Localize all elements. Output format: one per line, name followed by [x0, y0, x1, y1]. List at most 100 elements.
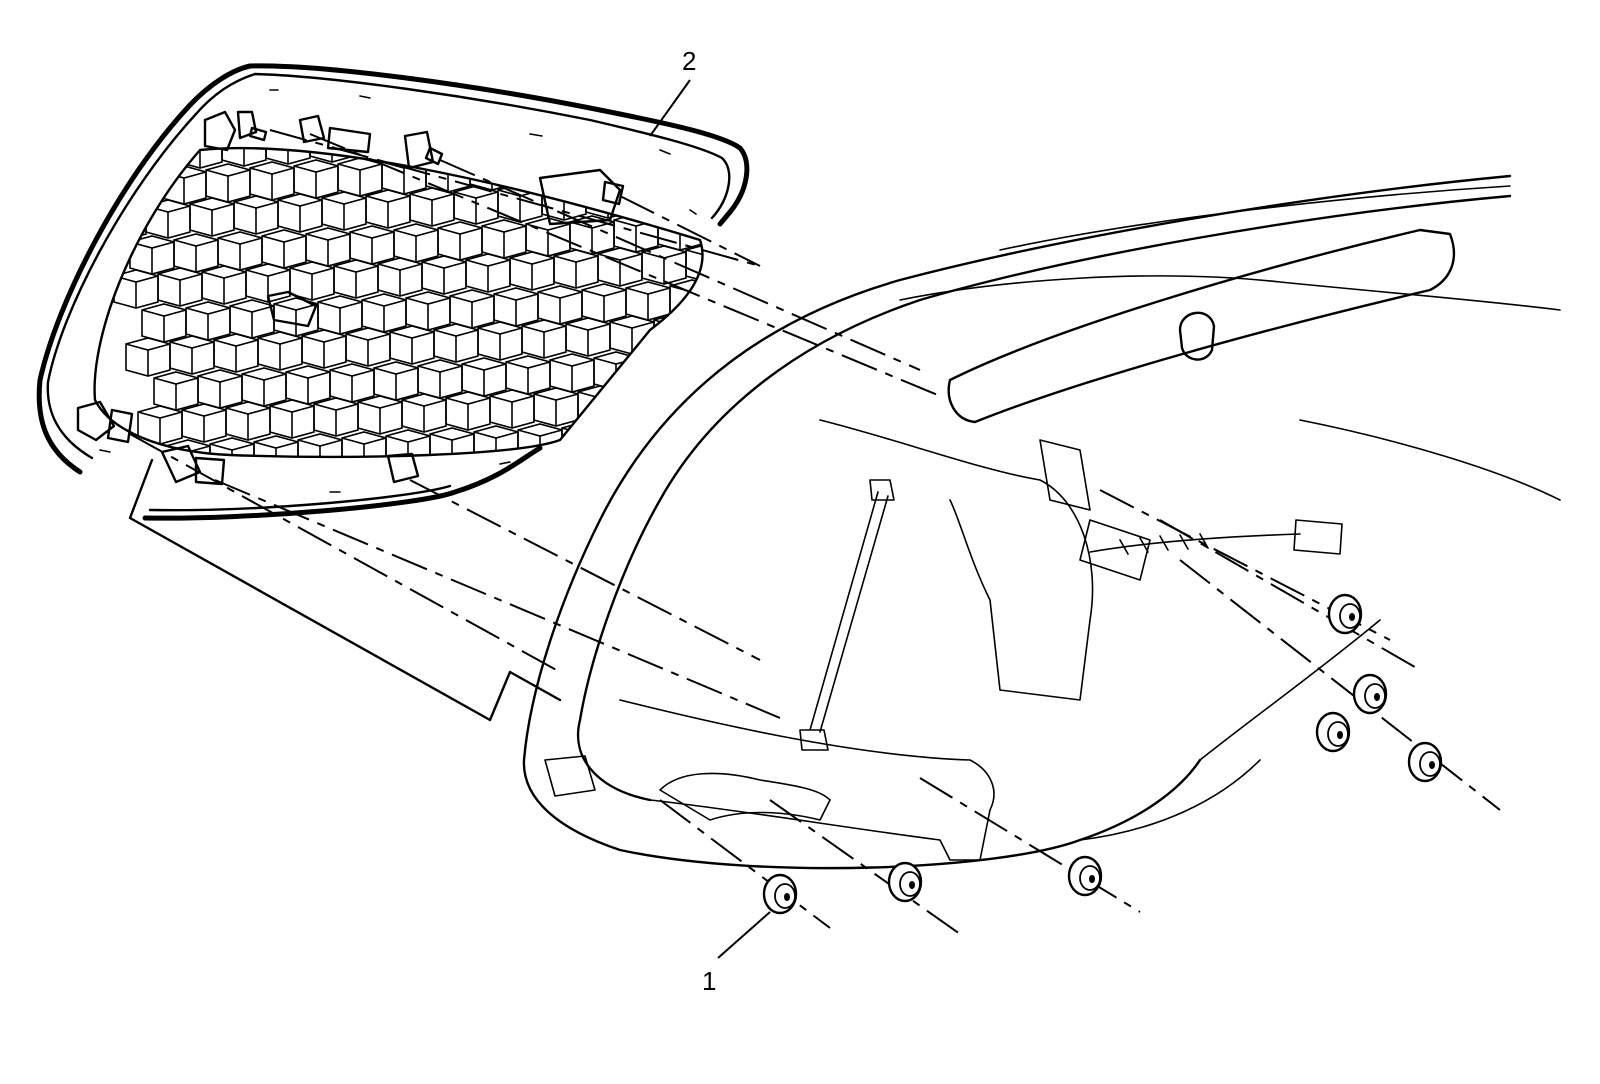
mesh-cell	[549, 353, 595, 393]
hood-support-tube	[947, 228, 1456, 424]
mesh-cell	[597, 247, 643, 287]
mesh-cell	[209, 437, 255, 457]
mesh-cell	[385, 429, 431, 457]
mesh-cell	[441, 148, 487, 157]
fascia-tow-hook-area	[544, 755, 831, 821]
mesh-cell	[473, 425, 519, 457]
mesh-cell	[405, 291, 451, 331]
mesh-cell	[545, 455, 591, 457]
mesh-cell	[530, 492, 574, 530]
fascia-outer-edge	[522, 174, 1512, 870]
mesh-cell	[533, 387, 579, 427]
mesh-cell	[814, 342, 858, 380]
hex-nut-3	[1315, 711, 1351, 753]
mesh-cell	[141, 303, 187, 343]
mesh-cell	[502, 458, 546, 496]
mesh-cell	[574, 490, 618, 528]
grille-outer-frame	[36, 63, 750, 521]
mesh-cell	[429, 427, 475, 457]
mesh-cell	[373, 361, 419, 401]
grille-clips	[76, 89, 697, 493]
mesh-cell	[637, 349, 683, 389]
mesh-cell	[313, 397, 359, 437]
mesh-cell	[537, 285, 583, 325]
mesh-cell	[677, 449, 703, 457]
mesh-cell	[201, 265, 247, 305]
mesh-cell	[233, 195, 279, 235]
wire-harness	[1089, 519, 1343, 555]
grille-assembly: 2	[36, 46, 882, 546]
mesh-cell	[269, 399, 315, 439]
mesh-cell	[261, 229, 307, 269]
mesh-cell	[421, 255, 467, 295]
mesh-cell	[317, 295, 363, 335]
mesh-cell	[437, 221, 483, 261]
fascia-upper-panel	[899, 185, 1561, 501]
mesh-cell	[553, 249, 599, 289]
mesh-cell	[645, 148, 691, 183]
mesh-cell	[782, 412, 826, 450]
mesh-cell	[178, 508, 222, 546]
mesh-cell	[94, 148, 135, 173]
mesh-cell	[113, 269, 159, 309]
fasteners	[762, 593, 1443, 915]
mesh-cell	[629, 177, 675, 217]
radiator-support	[819, 419, 1151, 701]
mesh-cell	[838, 478, 882, 516]
mesh-cell	[361, 293, 407, 333]
mesh-cell	[489, 389, 535, 429]
mesh-cell	[673, 175, 703, 215]
mesh-cell	[129, 235, 175, 275]
hex-nut-2	[1352, 673, 1388, 715]
fascia-inner-edge	[577, 194, 1512, 802]
mesh-cell	[293, 159, 339, 199]
mesh-cell	[746, 208, 790, 246]
callout-2: 2	[649, 46, 696, 137]
mesh-cell	[173, 233, 219, 273]
mesh-cell	[333, 259, 379, 299]
grille-inner-frame	[46, 72, 731, 512]
mesh-cell	[145, 199, 191, 239]
mesh-cell	[417, 359, 463, 399]
mesh-cell	[337, 157, 383, 197]
mesh-cell	[238, 470, 282, 508]
mesh-cell	[766, 446, 810, 484]
mesh-cell	[486, 494, 530, 532]
mesh-cell	[505, 355, 551, 395]
push-pin-nut-1	[762, 873, 798, 915]
push-pin-nut-2	[887, 861, 923, 903]
mesh-cell	[469, 151, 515, 191]
mesh-cell	[529, 148, 575, 153]
mesh-cell	[653, 313, 699, 353]
mesh-cell	[681, 347, 703, 387]
mesh-cell	[625, 281, 671, 321]
mesh-cell	[461, 357, 507, 397]
mesh-cell	[593, 351, 639, 391]
mesh-cell	[222, 506, 266, 544]
mesh-cell	[509, 251, 555, 291]
mesh-cell	[205, 163, 251, 203]
alignment-lines	[129, 129, 1501, 935]
mesh-cell	[282, 468, 326, 506]
fascia-lower-right-edge	[1079, 619, 1381, 841]
mesh-cell	[169, 335, 215, 375]
mesh-cell	[285, 365, 331, 405]
mesh-cell	[161, 165, 207, 205]
mesh-cell	[710, 380, 754, 418]
mesh-cell	[229, 299, 275, 339]
mesh-cell	[393, 223, 439, 263]
mesh-cell	[377, 257, 423, 297]
mesh-cell	[778, 138, 822, 176]
mesh-cell	[389, 325, 435, 365]
front-fascia	[522, 174, 1561, 870]
grille-removal-bracket	[128, 458, 562, 722]
mesh-cell	[241, 367, 287, 407]
mesh-cell	[581, 283, 627, 323]
mesh-cell	[213, 333, 259, 373]
mesh-cell	[826, 410, 870, 448]
mesh-cell	[493, 287, 539, 327]
mesh-cell	[513, 149, 559, 189]
fascia-lower-bracket	[619, 699, 995, 861]
hex-nut-1	[1327, 593, 1363, 635]
